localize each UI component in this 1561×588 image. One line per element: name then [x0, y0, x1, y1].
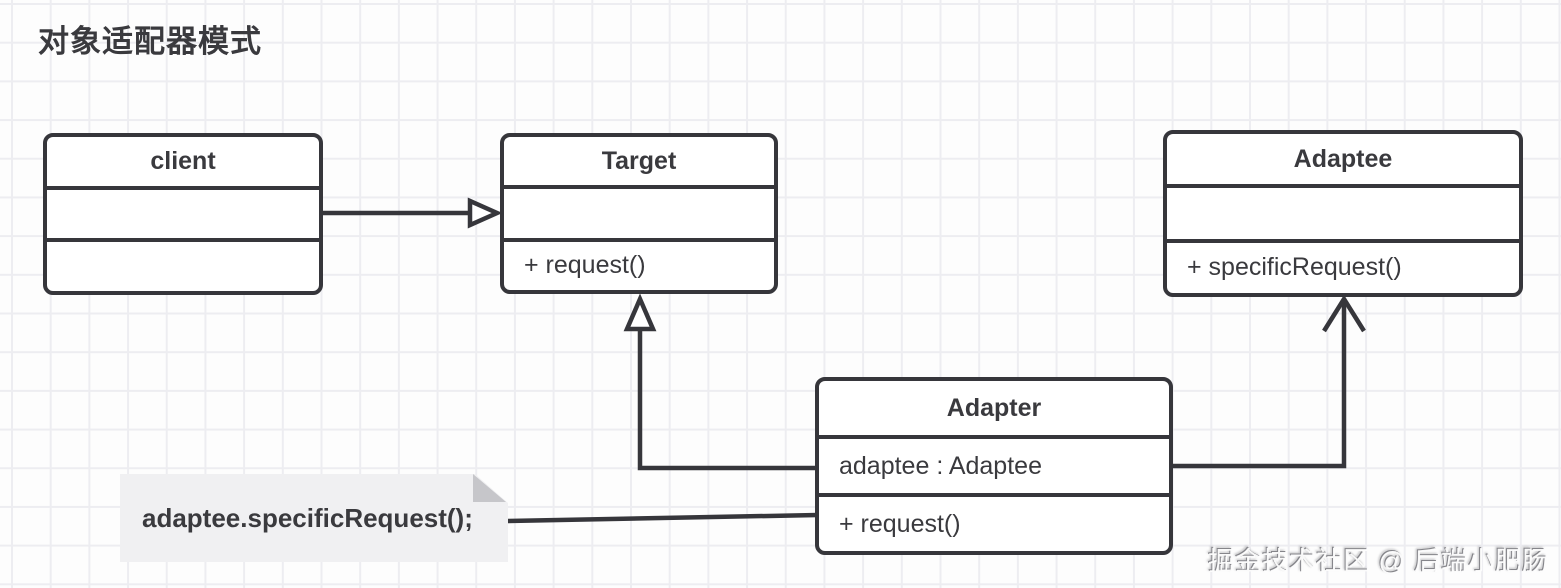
edge-note-adapter-line — [505, 512, 819, 524]
class-methods — [47, 238, 319, 291]
class-name: client — [150, 146, 216, 175]
class-name: Adapter — [946, 393, 1042, 422]
code-note: adaptee.specificRequest(); — [120, 474, 508, 562]
class-attributes — [47, 185, 319, 239]
class-box-client: client — [43, 133, 323, 295]
class-box-adaptee: Adaptee + specificRequest() — [1163, 130, 1523, 297]
class-attributes — [504, 185, 774, 237]
class-attributes — [1167, 184, 1519, 238]
edge-adapter-target-line — [637, 327, 817, 471]
class-methods: + request() — [819, 493, 1169, 551]
class-methods: + request() — [504, 237, 774, 290]
edge-adapter-adaptee-line — [1171, 300, 1347, 469]
edge-client-target-hollow-triangle-icon — [467, 197, 503, 229]
class-name: Target — [601, 146, 677, 175]
class-name: Adaptee — [1293, 144, 1393, 173]
class-attributes: adaptee : Adaptee — [819, 435, 1169, 493]
edge-adapter-target-hollow-triangle-icon — [623, 293, 657, 332]
class-methods: + specificRequest() — [1167, 238, 1519, 293]
code-note-text: adaptee.specificRequest(); — [142, 502, 473, 533]
class-box-adapter: Adapter adaptee : Adaptee + request() — [815, 377, 1173, 555]
edge-adapter-adaptee-open-arrow-icon — [1322, 294, 1366, 333]
page-title: 对象适配器模式 — [38, 24, 262, 59]
class-box-target: Target + request() — [500, 133, 778, 294]
watermark-text: 掘金技术社区 @ 后端小肥肠 — [1208, 546, 1549, 576]
